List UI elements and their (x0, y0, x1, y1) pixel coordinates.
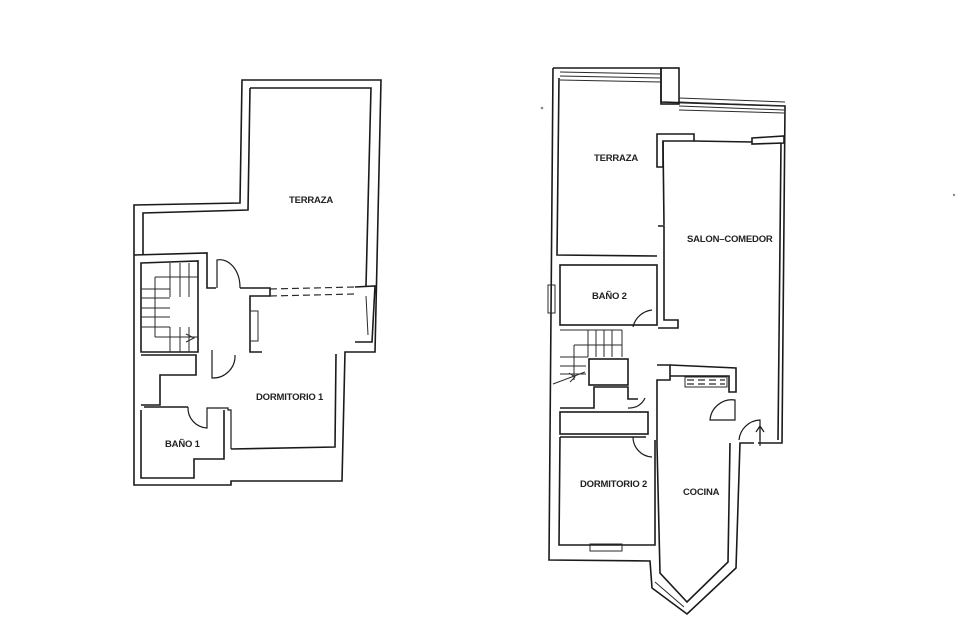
lower-door-dorm2 (632, 436, 653, 458)
label-terraza-lower: TERRAZA (594, 153, 638, 164)
label-dormitorio-1: DORMITORIO 1 (256, 392, 324, 403)
label-cocina: COCINA (683, 487, 720, 498)
label-salon-comedor: SALON–COMEDOR (687, 234, 773, 245)
label-bano-1: BAÑO 1 (165, 439, 201, 450)
upper-door-hall (216, 259, 241, 289)
lower-door-bano2 (632, 309, 653, 328)
label-bano-2: BAÑO 2 (592, 291, 627, 302)
label-terraza-upper: TERRAZA (289, 195, 333, 206)
lower-floor-plan (547, 67, 786, 616)
scan-speck (540, 106, 544, 110)
entrance-door (738, 419, 761, 441)
upper-floor-plan (133, 79, 382, 486)
label-dormitorio-2: DORMITORIO 2 (580, 479, 647, 490)
upper-door-bano (187, 406, 232, 449)
entrance-arrow-icon (755, 424, 765, 446)
lower-stairs (552, 329, 623, 385)
lower-door-cocina (709, 399, 736, 421)
upper-stairs (141, 263, 198, 352)
lower-door-closet (627, 397, 646, 409)
terrace-railing (559, 71, 786, 114)
upper-door-dorm (211, 350, 236, 379)
scan-speck (952, 193, 956, 197)
